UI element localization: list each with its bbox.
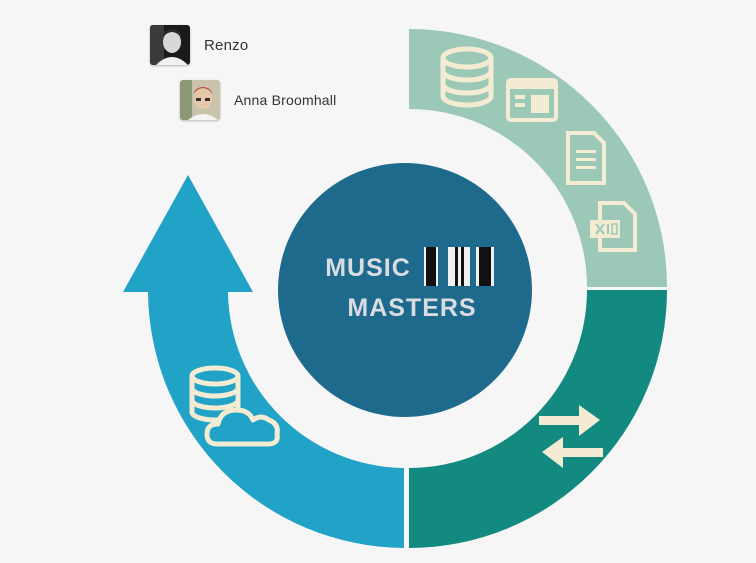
center-title-line2: MASTERS: [347, 294, 476, 322]
user-name: Renzo: [204, 36, 249, 54]
segment-exchange: [409, 290, 667, 548]
barcode-logo-icon: [424, 247, 494, 286]
user-name: Anna Broomhall: [234, 92, 337, 108]
xls-file-icon: [590, 201, 637, 252]
user-entry-renzo: Renzo: [150, 25, 248, 65]
user-entry-anna: Anna Broomhall: [180, 80, 336, 120]
browser-window-icon: [506, 78, 558, 122]
database-icon: [440, 46, 494, 108]
center-title-line1: MUSIC: [325, 254, 411, 282]
database-cloud-icon: [189, 365, 280, 447]
avatar-renzo: [150, 25, 190, 65]
swap-arrows-icon: [539, 405, 603, 468]
avatar-anna: [180, 80, 220, 120]
segment-cloud-arrow: [123, 175, 404, 548]
center-circle: [278, 163, 532, 417]
document-icon: [566, 131, 606, 185]
